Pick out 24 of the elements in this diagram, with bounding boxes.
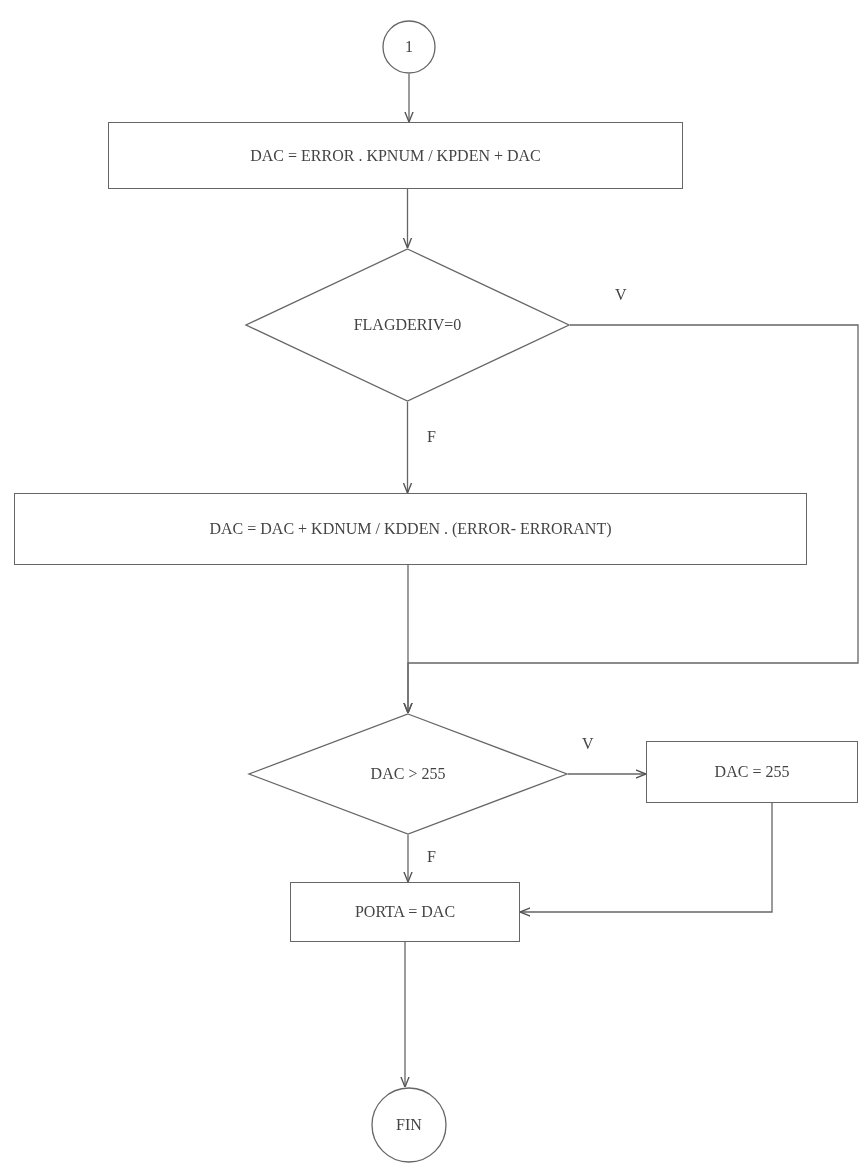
decision-diamond xyxy=(245,248,570,402)
process-box xyxy=(14,493,807,565)
statement-text: DAC = ERROR . KPNUM / KPDEN + DAC xyxy=(250,146,541,165)
terminal-label: FIN xyxy=(396,1116,422,1134)
statement-text: DAC > 255 xyxy=(370,765,446,783)
arrow xyxy=(402,401,413,494)
process-box xyxy=(290,882,520,942)
arrow xyxy=(403,834,413,883)
terminal-label: 1 xyxy=(405,38,413,56)
decision-diamond xyxy=(248,713,568,835)
statement-text: DAC = 255 xyxy=(714,763,790,781)
statement-text: FLAGDERIV=0 xyxy=(353,316,462,334)
arrow xyxy=(519,802,773,917)
arrow xyxy=(403,564,413,714)
terminal-circle xyxy=(382,20,436,74)
arrow xyxy=(400,941,410,1088)
process-box xyxy=(108,122,683,189)
statement-text: PORTA = DAC xyxy=(354,903,456,921)
arrow xyxy=(404,73,414,123)
statement-text: DAC = DAC + KDNUM / KDDEN . (ERROR- ERRORANT) xyxy=(209,520,612,538)
arrow xyxy=(567,769,647,779)
terminal-circle xyxy=(371,1087,447,1163)
arrow xyxy=(402,188,413,249)
process-box xyxy=(646,741,858,803)
